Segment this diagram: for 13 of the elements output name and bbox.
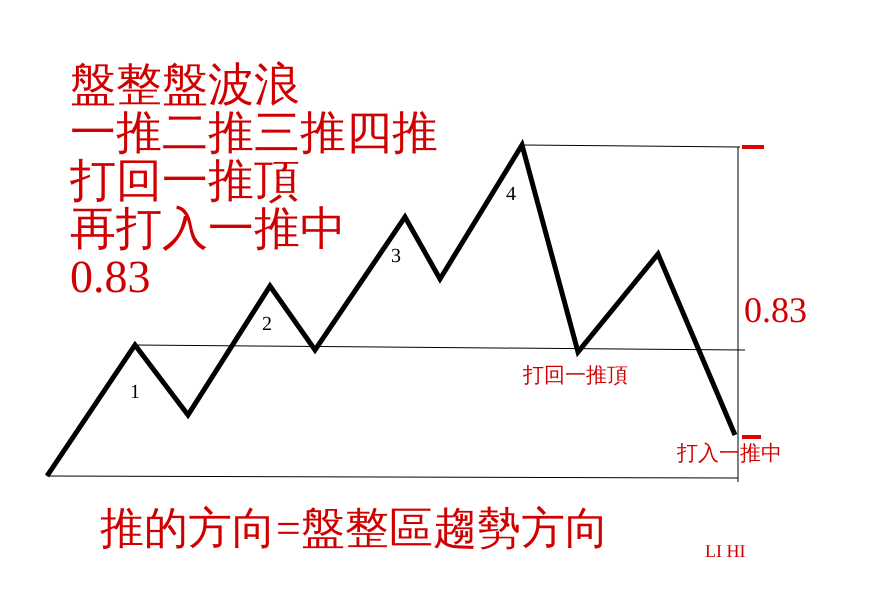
wave-number: 4 [506,184,516,204]
heading-text: 一推二推三推四推 [70,110,438,156]
wave-number: 2 [262,314,272,334]
level-label: 打回一推頂 [523,365,628,386]
heading-text: 再打入一推中 [70,206,346,252]
wave-number: 1 [130,382,140,402]
footer-text: 推的方向=盤整區趨勢方向 [100,507,609,551]
wave-number: 3 [391,246,401,266]
ratio-label: 0.83 [744,292,807,328]
heading-text: 盤整盤波浪 [70,62,300,108]
ratio-text: 0.83 [70,254,150,300]
signature-text: LI HI [705,542,746,560]
heading-text: 打回一推頂 [70,158,300,204]
